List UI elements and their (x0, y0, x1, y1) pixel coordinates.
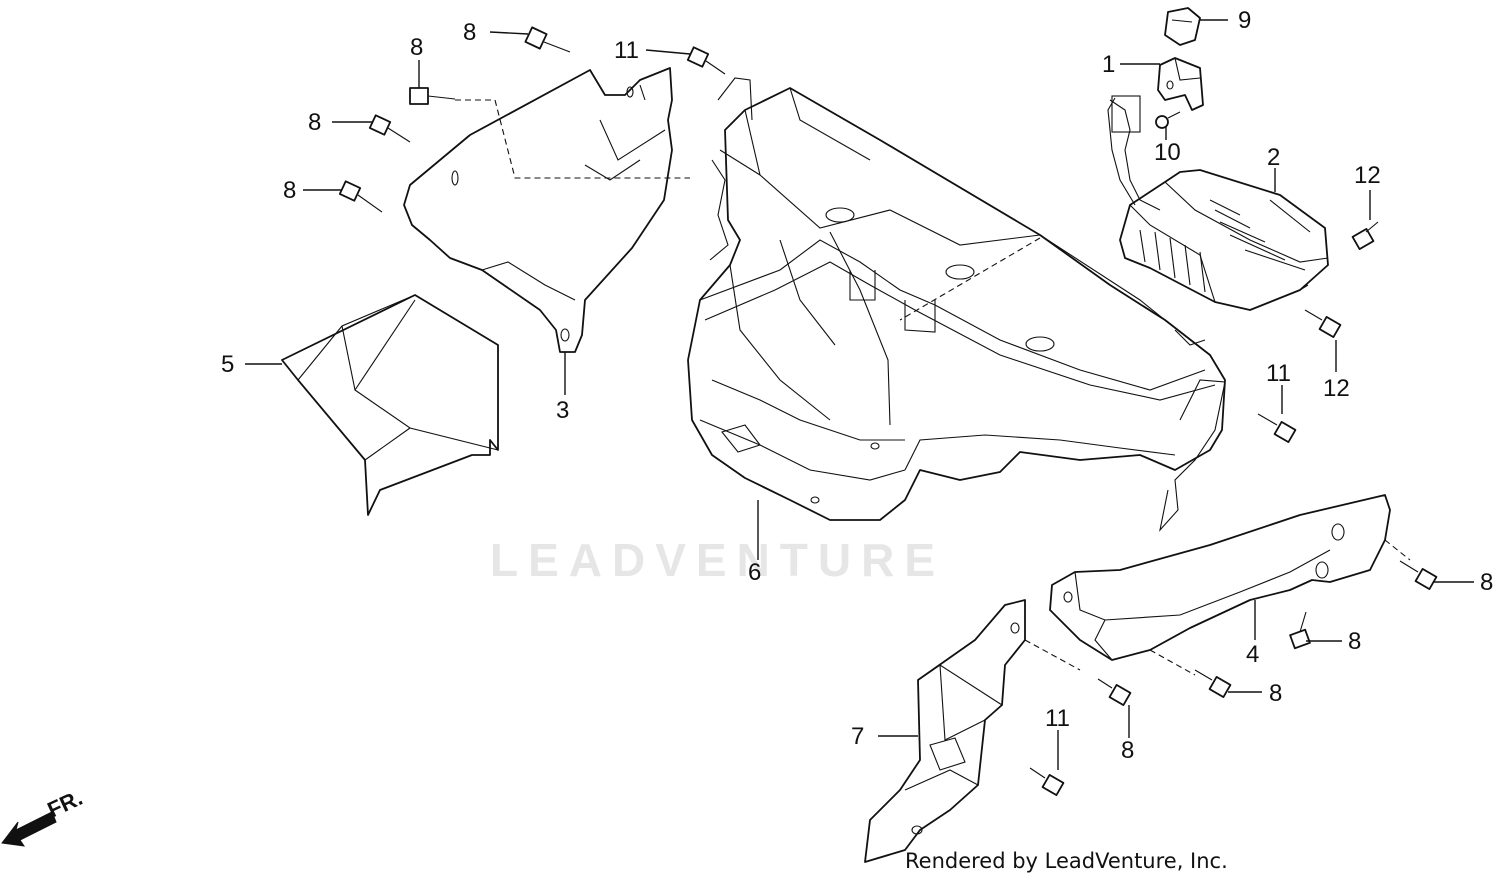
part-4-guard[interactable] (1049, 494, 1391, 661)
callout-2: 2 (1267, 144, 1280, 171)
callout-8: 8 (1121, 737, 1134, 764)
callout-12: 12 (1354, 162, 1381, 189)
bolt-11-top[interactable] (686, 46, 726, 75)
bolt-12-upper[interactable] (1351, 221, 1379, 250)
callout-7: 7 (851, 723, 864, 750)
bolt-8-mid-left[interactable] (368, 114, 411, 143)
bolt-8-right-top[interactable] (1399, 560, 1438, 590)
callout-11: 11 (1266, 360, 1291, 387)
callout-8: 8 (1348, 628, 1361, 655)
callout-12: 12 (1323, 375, 1350, 402)
part-1-bracket[interactable] (1157, 57, 1204, 111)
callout-9: 9 (1238, 7, 1251, 34)
callout-8: 8 (1480, 569, 1493, 596)
bolt-11-right[interactable] (1257, 413, 1297, 443)
leader-lines (245, 19, 1474, 770)
front-arrow-icon (1, 811, 57, 847)
callout-8: 8 (1269, 680, 1282, 707)
callout-3: 3 (556, 397, 569, 424)
bolt-8-lower-left[interactable] (338, 180, 383, 213)
callout-4: 4 (1246, 641, 1259, 668)
callouts: 8 8 8 8 11 9 1 10 2 12 12 11 5 3 6 8 8 4… (221, 7, 1493, 764)
callout-1: 1 (1102, 51, 1115, 78)
bolt-8-center-low[interactable] (1097, 678, 1132, 706)
callout-8: 8 (410, 34, 423, 61)
callout-8: 8 (283, 177, 296, 204)
watermark-text: LEADVENTURE (490, 534, 945, 586)
bolt-8-upper-left[interactable] (409, 87, 456, 105)
part-3-cover[interactable] (403, 67, 690, 353)
callout-11: 11 (1045, 705, 1070, 732)
part-5-panel[interactable] (281, 294, 499, 516)
part-2-regulator[interactable] (1107, 95, 1329, 311)
bolt-8-right-low[interactable] (1194, 669, 1232, 698)
part-10-nut[interactable] (1155, 111, 1181, 129)
part-9-clip[interactable] (1164, 7, 1201, 46)
bolt-8-right-mid[interactable] (1289, 611, 1311, 650)
bolt-12-lower[interactable] (1304, 309, 1342, 338)
callout-11: 11 (614, 37, 639, 64)
bolt-11-bottom[interactable] (1029, 767, 1065, 796)
bolt-8-top[interactable] (524, 26, 571, 53)
callout-5: 5 (221, 351, 234, 378)
part-6-housing[interactable] (687, 77, 1226, 532)
callout-10: 10 (1154, 139, 1181, 166)
credit-text: Rendered by LeadVenture, Inc. (905, 849, 1228, 873)
callout-8: 8 (463, 19, 476, 46)
part-7-bracket[interactable] (864, 599, 1026, 863)
callout-6: 6 (748, 559, 761, 586)
callout-8: 8 (308, 109, 321, 136)
front-direction-indicator: FR. (1, 785, 86, 847)
